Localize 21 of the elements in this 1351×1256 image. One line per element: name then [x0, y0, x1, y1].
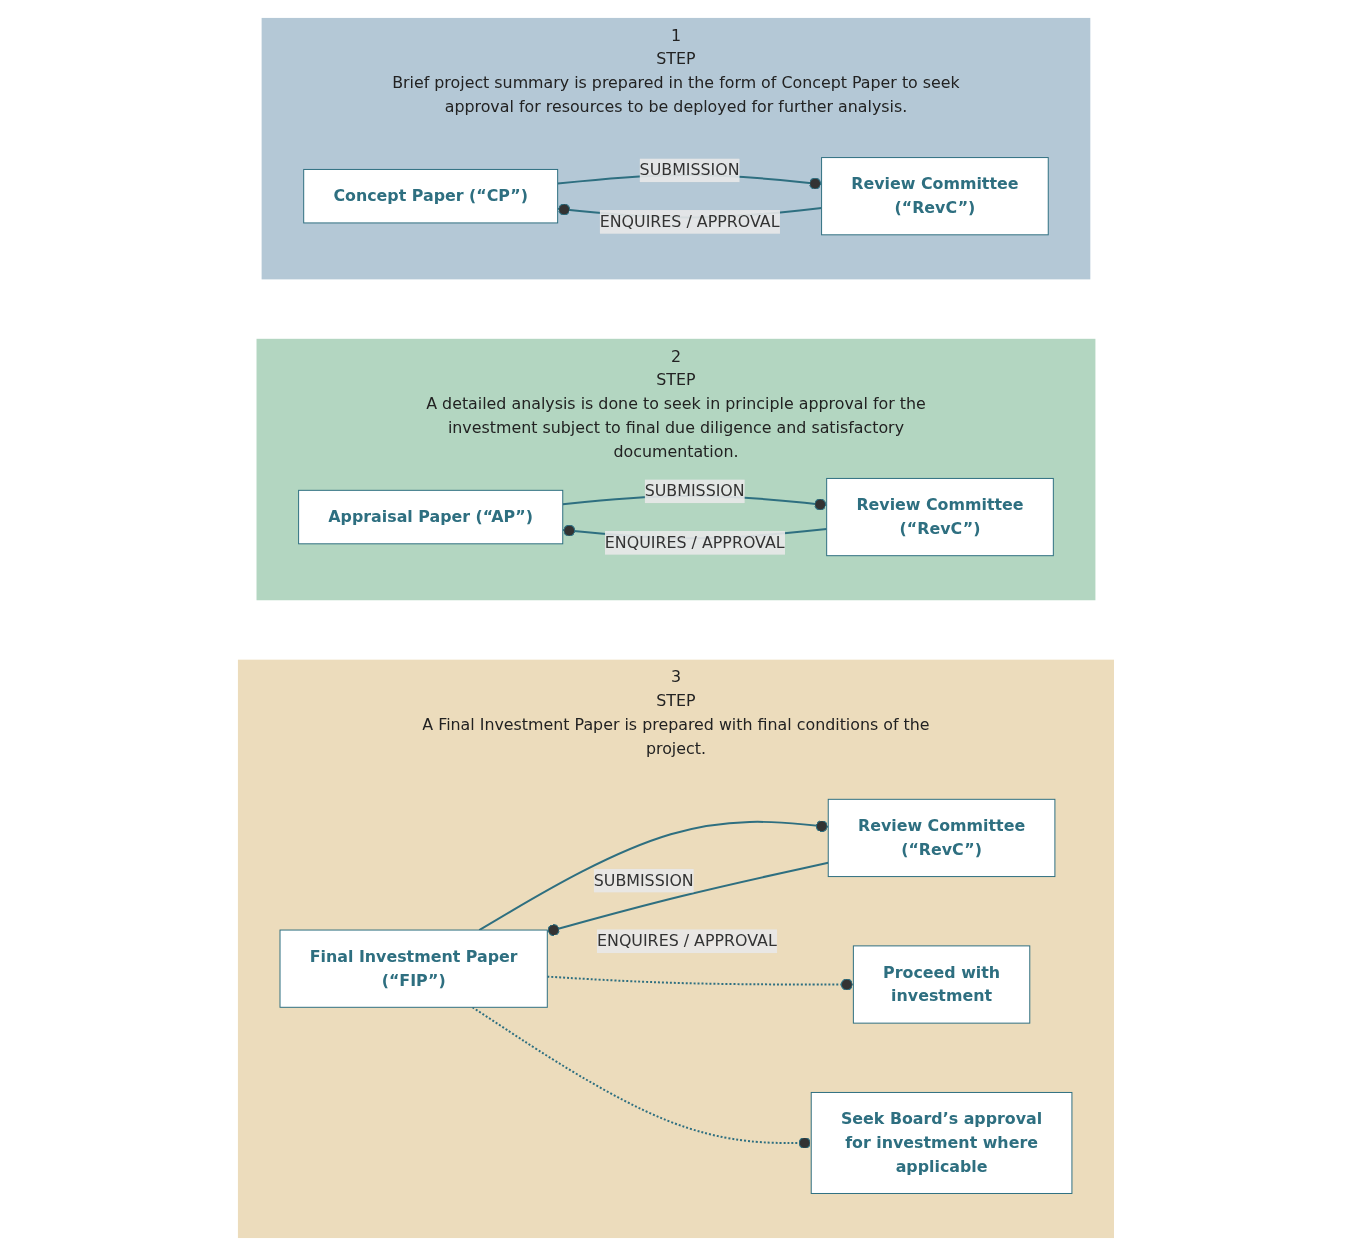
node-label: 2 — [670, 346, 681, 366]
connector — [545, 861, 829, 937]
node-box: Concept Paper (“CP”) — [302, 168, 558, 224]
node-box: Seek Board’s approval for investment where applicable — [810, 1092, 1072, 1194]
edge-label: SUBMISSION — [644, 481, 745, 501]
node-box: Review Committee (“RevC”) — [827, 798, 1055, 878]
node-box: Final Investment Paper (“FIP”) — [279, 929, 548, 1008]
node-box: Proceed with investment — [852, 945, 1030, 1024]
node-box: Review Committee (“RevC”) — [825, 477, 1054, 557]
edge-label: ENQUIRES / APPROVAL — [596, 931, 777, 951]
connector — [477, 820, 829, 932]
node-label: 3 — [670, 667, 681, 687]
node-box: Review Committee (“RevC”) — [820, 157, 1049, 236]
node-label: 1 — [670, 25, 681, 45]
edge-label: SUBMISSION — [593, 870, 694, 890]
connector — [545, 975, 854, 991]
node-box: Appraisal Paper (“AP”) — [297, 489, 563, 545]
connector — [471, 1006, 812, 1149]
edge-label: ENQUIRES / APPROVAL — [604, 532, 785, 552]
edge-label: SUBMISSION — [639, 160, 740, 180]
edge-label: ENQUIRES / APPROVAL — [599, 212, 780, 231]
